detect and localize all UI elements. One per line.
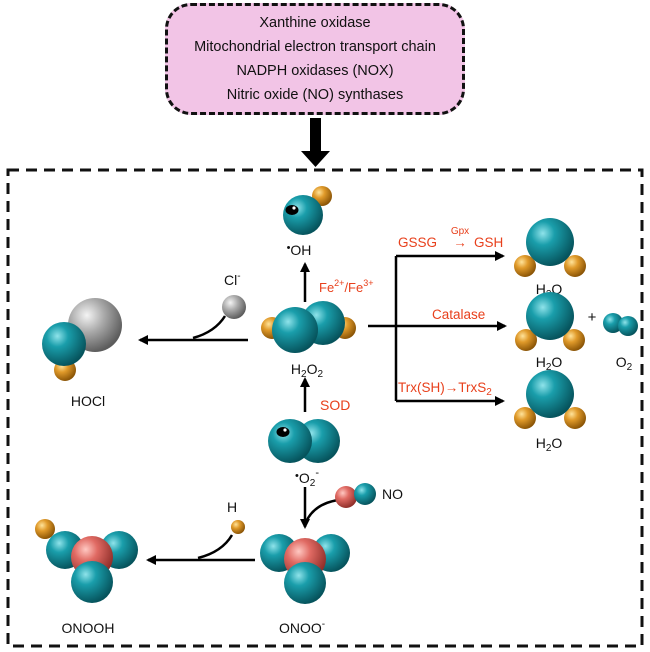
chloride-label: Cl-: [224, 271, 241, 288]
thioredoxin-label: Trx(SH)→TrxS2: [398, 380, 492, 398]
no-entry-curve: [304, 498, 339, 523]
hydrogen-peroxide-molecule: [261, 301, 356, 353]
peroxynitrite-label: ONOO-: [279, 619, 325, 636]
plus-sign: +: [588, 309, 597, 326]
sod-enzyme-label: SOD: [320, 397, 350, 413]
nitric-oxide-molecule: [335, 483, 376, 508]
peroxynitrite-molecule: [260, 534, 350, 604]
sources-arrow: [301, 118, 330, 167]
superoxide-molecule: [268, 419, 340, 463]
water-molecule-trx: [514, 370, 586, 429]
hydrogen-atom: [231, 520, 245, 534]
oxygen-molecule: [603, 313, 638, 336]
radical-dot: [285, 205, 299, 215]
reaction-frame: [6, 168, 644, 648]
source-nadph-oxidases: NADPH oxidases (NOX): [236, 63, 394, 79]
hypochlorous-acid-molecule: [42, 298, 122, 381]
arrow-h2o2-branches: [368, 251, 507, 406]
ros-sources-box: Xanthine oxidase Mitochondrial electron …: [165, 3, 465, 115]
source-no-synthases: Nitric oxide (NO) synthases: [226, 87, 404, 103]
gpx-arrow: →: [453, 235, 467, 250]
hydroxyl-radical-molecule: [283, 186, 332, 235]
gpx-label: Gpx: [451, 226, 469, 237]
chloride-entry-curve: [192, 315, 227, 340]
hydrogen-label: H: [227, 499, 237, 515]
gsh-label: GSH: [474, 235, 503, 250]
chloride-atom: [222, 295, 246, 319]
water-label-trx: H2O: [536, 435, 563, 454]
catalase-label: Catalase: [432, 307, 485, 322]
water-molecule-catalase: [515, 292, 585, 351]
no-label: NO: [382, 486, 403, 502]
hydrogen-entry-curve: [197, 534, 234, 560]
superoxide-label: •O2-: [295, 467, 319, 489]
hydrogen-peroxide-label: H2O2: [291, 361, 324, 380]
source-mitochondrial-etc: Mitochondrial electron transport chain: [194, 39, 436, 55]
onooh-label: ONOOH: [62, 620, 115, 636]
gssg-label: GSSG: [398, 235, 437, 250]
water-label-catalase: H2O: [536, 354, 563, 373]
water-molecule-gpx: [514, 218, 586, 277]
hydroxyl-label: •OH: [287, 242, 312, 258]
source-xanthine-oxidase: Xanthine oxidase: [259, 15, 371, 31]
radical-dot: [276, 427, 290, 437]
peroxynitrous-acid-molecule: [35, 519, 138, 603]
oxygen-label: O2: [616, 354, 633, 373]
hocl-label: HOCl: [71, 393, 105, 409]
fe-catalyst-label: Fe2+/Fe3+: [319, 278, 374, 295]
